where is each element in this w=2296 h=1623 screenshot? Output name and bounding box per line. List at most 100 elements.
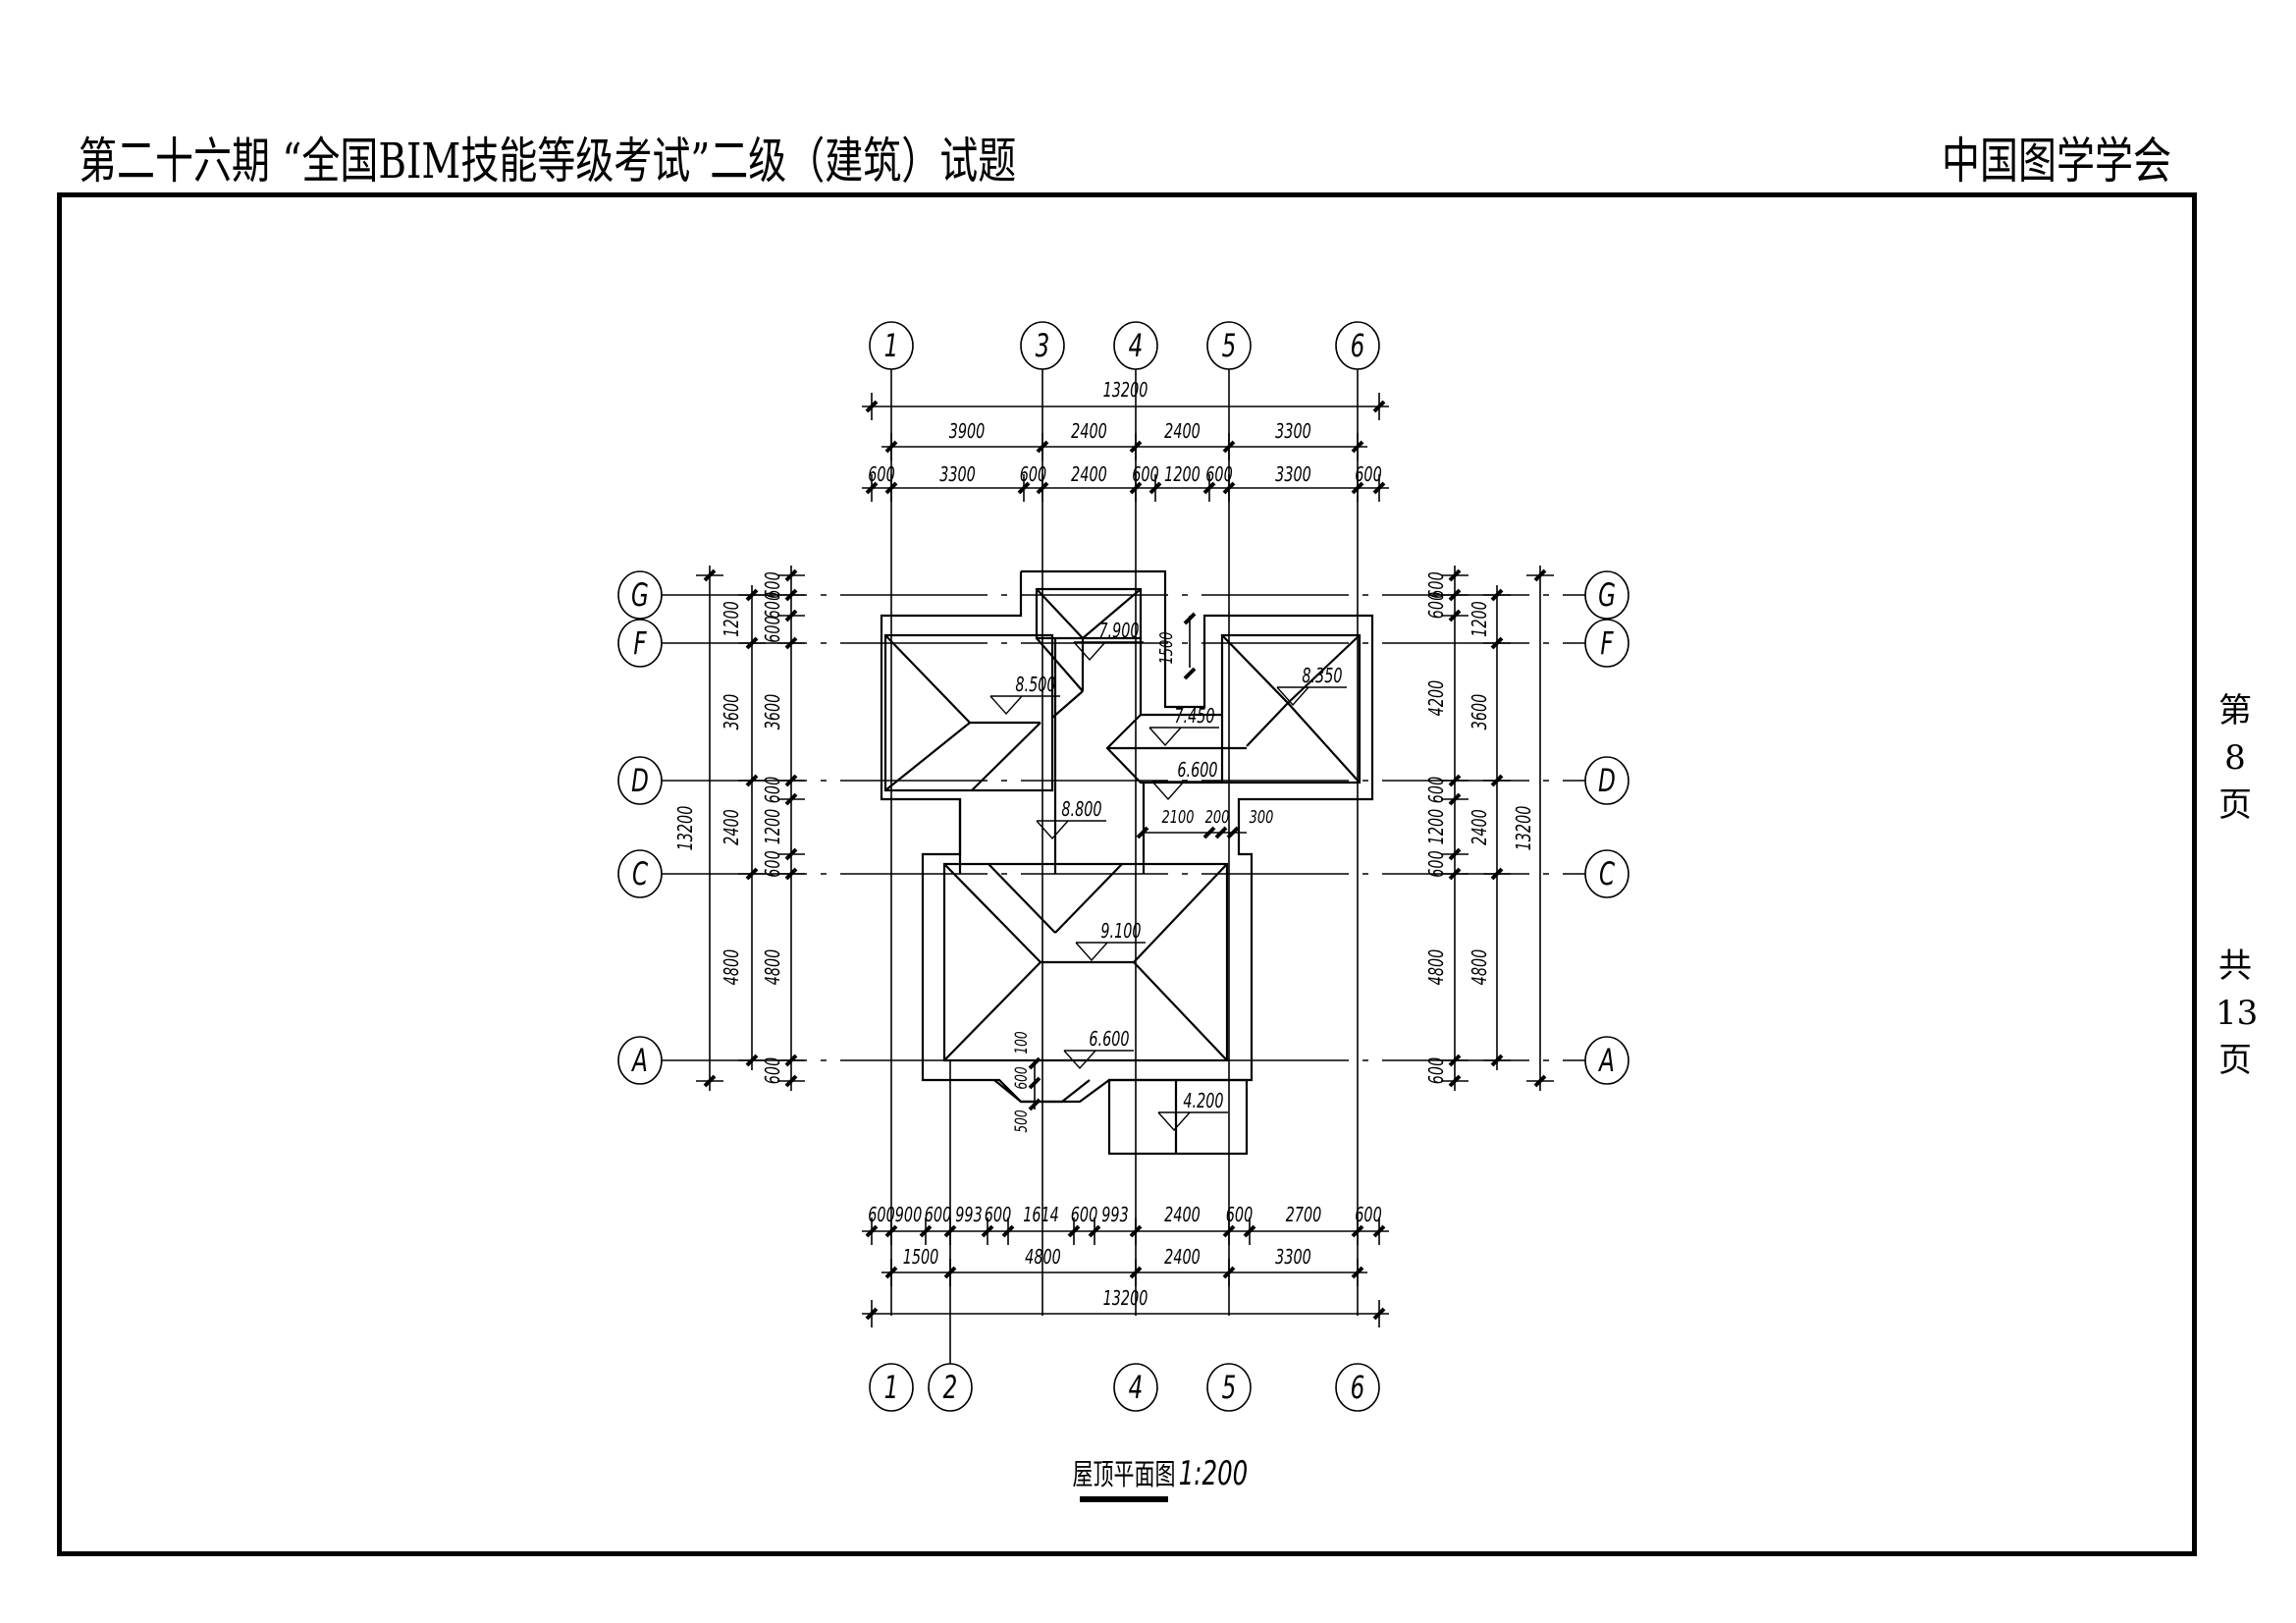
dimension-tick <box>919 1224 933 1238</box>
axis-bubble-bottom-1-label: 1 <box>884 1369 899 1406</box>
axis-bubble-top-4 <box>1113 321 1158 370</box>
dimension-label: 2400 <box>1164 1247 1201 1270</box>
dimension-tick <box>1129 440 1143 454</box>
axis-bubble-bottom-2 <box>928 1363 973 1412</box>
axis-bubble-left-G-label: G <box>631 576 649 614</box>
dimension-tick <box>1226 826 1240 839</box>
dimension-label: 600 <box>1355 464 1381 487</box>
dimension-label: 600 <box>763 616 785 642</box>
elevation-marker-triangle <box>1148 727 1182 747</box>
dimension-tick <box>784 792 798 806</box>
dimension-tick <box>745 1054 759 1067</box>
axis-bubble-top-4-label: 4 <box>1129 327 1144 364</box>
dimension-tick <box>745 774 759 787</box>
drawing-scale: 1:200 <box>1179 1454 1249 1492</box>
dimension-tick <box>865 1307 879 1321</box>
dimension-label: 4800 <box>1469 949 1492 986</box>
dimension-label: 600 <box>985 1205 1011 1227</box>
dimension-tick <box>1017 481 1031 495</box>
dimension-tick <box>1088 1224 1101 1238</box>
dimension-tick <box>1136 826 1149 839</box>
hip-line <box>971 722 1041 791</box>
hip-line <box>1036 637 1084 692</box>
drawing-title: 屋顶平面图 <box>1073 1458 1176 1492</box>
dimension-tick <box>745 867 759 881</box>
dimension-tick <box>1372 481 1386 495</box>
organization-name: 中国图学学会 <box>1942 133 2171 189</box>
axis-gridlines <box>660 365 1588 1367</box>
page-number-total: 共 13 页 <box>2216 943 2258 1084</box>
dimension-tick <box>1183 667 1197 680</box>
dimension-tick <box>1372 1307 1386 1321</box>
axis-bubble-right-D-label: D <box>1598 762 1616 799</box>
dimension-label: 600 <box>868 464 894 487</box>
dimension-tick <box>865 400 879 413</box>
dimension-tick <box>1067 1224 1081 1238</box>
dimension-lines <box>696 393 1554 1327</box>
axis-bubble-top-3 <box>1020 321 1065 370</box>
dimension-label: 2400 <box>1071 421 1107 444</box>
dimension-label: 2400 <box>1071 464 1107 487</box>
dimension-label: 600 <box>1012 1066 1032 1089</box>
axis-bubble-bottom-5-label: 5 <box>1222 1369 1237 1406</box>
dimension-label: 300 <box>1250 806 1274 828</box>
dimension-tick <box>784 774 798 787</box>
elevation-value: 8.500 <box>1015 675 1055 697</box>
page-number: 8 <box>2224 738 2246 778</box>
dimension-tick <box>1351 481 1364 495</box>
hip-line <box>884 634 971 724</box>
hip-line <box>1246 702 1289 747</box>
dimension-label: 3300 <box>1275 464 1311 487</box>
elevation-value: 9.100 <box>1100 921 1141 944</box>
axis-bubble-top-6 <box>1335 321 1380 370</box>
axis-bubble-bottom-6 <box>1335 1363 1380 1412</box>
dimension-tick <box>1028 1098 1041 1111</box>
dimension-tick <box>1129 481 1143 495</box>
dimension-label: 600 <box>1355 1205 1381 1227</box>
dimension-label: 600 <box>1132 464 1158 487</box>
axis-bubble-bottom-1 <box>869 1363 914 1412</box>
dimension-tick <box>1448 588 1462 602</box>
axis-bubble-right-C <box>1584 849 1629 898</box>
elevation-value: 7.450 <box>1174 706 1214 729</box>
roof-main-block <box>942 862 1229 1062</box>
dimension-label: 2400 <box>721 809 744 845</box>
total-suffix: 页 <box>2218 1041 2252 1080</box>
total-prefix: 共 <box>2218 947 2252 986</box>
dimension-label: 600 <box>763 571 785 598</box>
axis-bubble-left-D <box>617 756 663 805</box>
dimension-tick <box>1148 481 1162 495</box>
dimension-label: 500 <box>1012 1109 1032 1132</box>
axis-bubble-bottom-6-label: 6 <box>1351 1369 1365 1406</box>
dimension-label: 600 <box>763 1057 785 1084</box>
axis-bubble-right-G <box>1584 570 1629 620</box>
hip-line <box>1036 588 1084 639</box>
dimension-label: 3300 <box>1275 421 1311 444</box>
dimension-tick <box>1448 792 1462 806</box>
dimension-tick <box>784 847 798 861</box>
axis-bubble-left-C <box>617 849 663 898</box>
roof-right-wing <box>1220 633 1362 784</box>
dimension-tick <box>1372 400 1386 413</box>
dimension-tick <box>703 568 717 582</box>
dimension-tick <box>1372 1224 1386 1238</box>
hip-line <box>1133 863 1228 963</box>
elevation-marker-triangle <box>1073 641 1106 662</box>
axis-bubble-top-5-label: 5 <box>1222 327 1237 364</box>
dimension-tick <box>1448 1054 1462 1067</box>
dimension-tick <box>865 1224 879 1238</box>
dimension-label: 3600 <box>763 694 785 730</box>
axis-bubble-left-G <box>617 570 663 620</box>
elevation-value: 6.600 <box>1089 1029 1129 1052</box>
dimension-label: 600 <box>1205 464 1232 487</box>
dimension-label: 600 <box>1426 592 1449 619</box>
axis-bubble-top-3-label: 3 <box>1036 327 1050 364</box>
roof-outline <box>880 569 1374 1156</box>
hip-line <box>884 722 971 791</box>
dimension-label: 600 <box>1426 571 1449 598</box>
dimension-tick <box>1222 440 1236 454</box>
dimension-label: 4200 <box>1426 680 1449 717</box>
axis-bubble-top-1 <box>869 321 914 370</box>
